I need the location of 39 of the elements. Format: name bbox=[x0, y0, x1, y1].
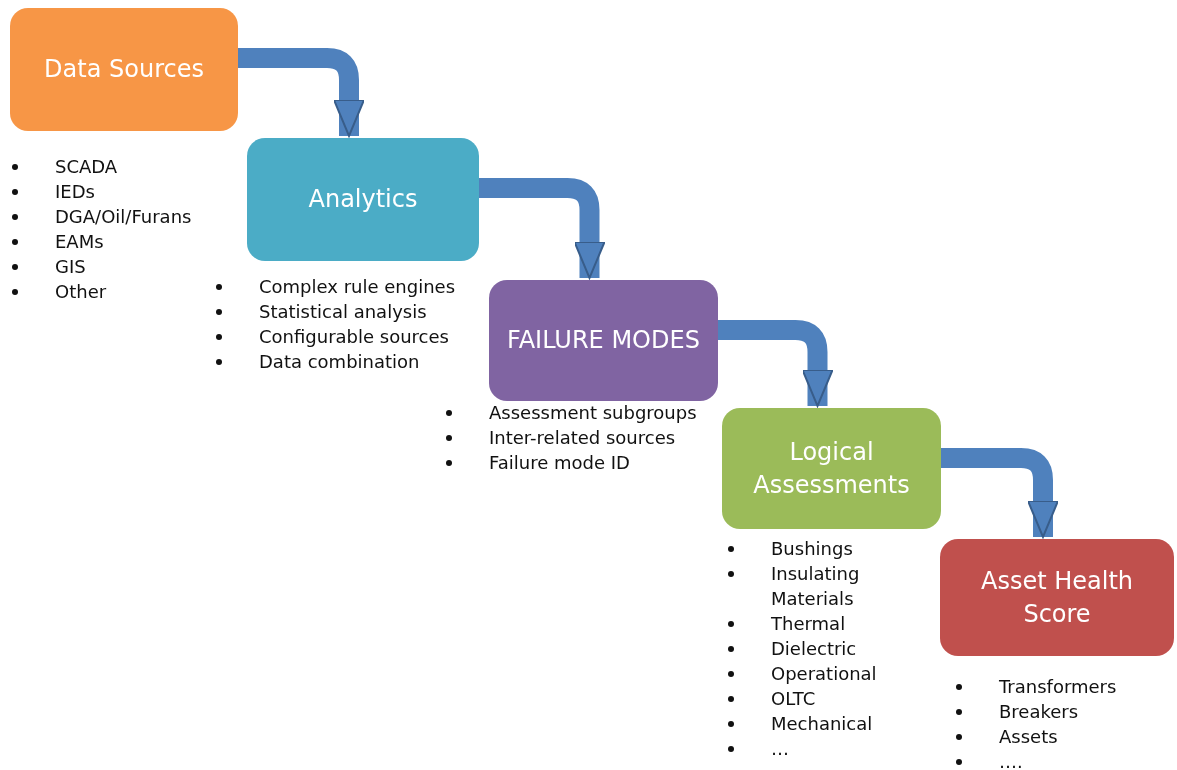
process-box bbox=[489, 280, 718, 401]
bullet-item: Inter-related sources bbox=[489, 427, 676, 448]
bullet-item: SCADA bbox=[55, 156, 118, 177]
bullet-item: Failure mode ID bbox=[489, 452, 630, 473]
bent-arrow bbox=[479, 178, 606, 279]
bullet-item: Complex rule engines bbox=[259, 276, 456, 297]
process-box bbox=[722, 408, 941, 529]
bullet-item: Data combination bbox=[259, 351, 420, 372]
process-box bbox=[247, 138, 479, 261]
box-title: Data Sources bbox=[44, 54, 204, 86]
bullet-item: GIS bbox=[55, 256, 86, 277]
bullet-item: Operational bbox=[771, 663, 877, 684]
bullet-item: Statistical analysis bbox=[259, 301, 427, 322]
bullet-item: Mechanical bbox=[771, 713, 873, 734]
bullet-item: Assets bbox=[999, 726, 1058, 747]
bullet-item: …. bbox=[999, 751, 1023, 770]
process-box bbox=[940, 539, 1174, 656]
bullet-item: IEDs bbox=[55, 181, 95, 202]
bullet-item: … bbox=[771, 738, 789, 759]
box-title: Asset Health Score bbox=[979, 566, 1134, 630]
process-box bbox=[10, 8, 238, 131]
bullet-item: DGA/Oil/Furans bbox=[55, 206, 192, 227]
box-title: FAILURE MODES bbox=[507, 325, 700, 357]
bullet-item: Assessment subgroups bbox=[489, 402, 697, 423]
bent-arrow bbox=[718, 320, 834, 407]
bullet-item: Insulating Materials bbox=[771, 563, 860, 609]
bullet-item: OLTC bbox=[771, 688, 816, 709]
bent-arrow bbox=[941, 448, 1059, 538]
bullet-item: Thermal bbox=[771, 613, 846, 634]
bent-arrow bbox=[238, 48, 365, 137]
bullet-item: Bushings bbox=[771, 538, 853, 559]
box-title: Analytics bbox=[308, 184, 418, 216]
bullet-item: Configurable sources bbox=[259, 326, 449, 347]
bullet-item: EAMs bbox=[55, 231, 104, 252]
bullet-item: Dielectric bbox=[771, 638, 857, 659]
bullet-item: Breakers bbox=[999, 701, 1079, 722]
bullet-item: Transformers bbox=[999, 676, 1117, 697]
box-title: Logical Assessments bbox=[752, 437, 911, 501]
bullet-item: Other bbox=[55, 281, 107, 302]
